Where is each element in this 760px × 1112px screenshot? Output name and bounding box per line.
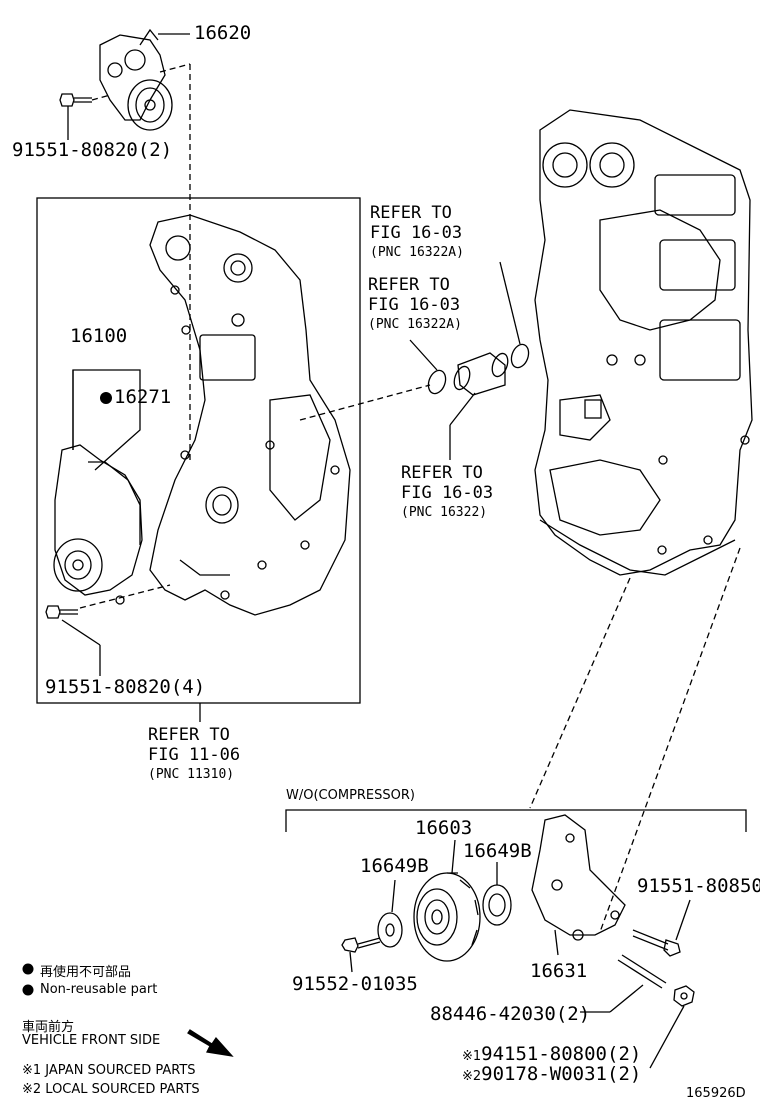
mark-1: ※1 <box>462 1049 482 1064</box>
legend-non-reusable-jp: 再使用不可部品 <box>40 965 132 980</box>
engine-block-illustration <box>534 109 753 576</box>
legend-front-en: VEHICLE FRONT SIDE <box>22 1033 161 1048</box>
callout-94151-80800-2: ※194151-80800(2) <box>462 1043 641 1065</box>
pulley-cover-right-illustration <box>482 884 512 926</box>
timing-cover-illustration <box>149 214 351 616</box>
callout-91552-01035: 91552-01035 <box>292 973 418 995</box>
group-label-wo-compressor: W/O(COMPRESSOR) <box>286 788 415 803</box>
bolt-91551-80820-top-illustration <box>59 93 92 140</box>
callout-16603: 16603 <box>415 817 473 839</box>
nut-94151-90178-illustration <box>673 985 695 1007</box>
callout-94151-80800-2-text: 94151-80800(2) <box>481 1043 642 1065</box>
stud-88446-42030-illustration <box>617 954 667 989</box>
group-bracket-line <box>285 809 747 832</box>
refer-2-line3: (PNC 16322A) <box>368 317 462 332</box>
refer-label-4: REFER TO FIG 11-06 (PNC 11310) <box>148 725 240 785</box>
refer-1-line3: (PNC 16322A) <box>370 245 464 260</box>
callout-91551-80820-2: 91551-80820(2) <box>12 139 173 161</box>
legend-non-reusable-en: Non-reusable part <box>40 982 158 997</box>
figure-id: 165926D <box>686 1086 746 1101</box>
refer-2-line2: FIG 16-03 <box>368 295 461 315</box>
vehicle-front-arrow-icon <box>187 1029 234 1057</box>
legend-japan-sourced: ※1 JAPAN SOURCED PARTS <box>22 1063 196 1078</box>
callout-91551-80850: 91551-80850 <box>637 875 760 897</box>
callout-90178-w0031-2-text: 90178-W0031(2) <box>481 1063 642 1085</box>
legend-local-sourced: ※2 LOCAL SOURCED PARTS <box>22 1082 200 1097</box>
refer-3-line1: REFER TO <box>401 463 483 483</box>
o-ring-left-illustration <box>427 369 447 395</box>
callout-90178-w0031-2: ※290178-W0031(2) <box>462 1063 641 1085</box>
callout-16271: 16271 <box>114 386 172 408</box>
refer-2-line1: REFER TO <box>368 275 450 295</box>
refer-label-3: REFER TO FIG 16-03 (PNC 16322) <box>401 463 493 523</box>
legend-front-jp: 車両前方 <box>22 1020 75 1035</box>
callout-88446-42030-2: 88446-42030(2) <box>430 1003 591 1025</box>
o-ring-right-illustration <box>510 343 530 369</box>
callout-16631: 16631 <box>530 960 588 982</box>
callout-16620: 16620 <box>194 22 252 44</box>
callout-16100: 16100 <box>70 325 128 347</box>
refer-1-line1: REFER TO <box>370 203 452 223</box>
bolt-91551-80850-illustration <box>632 929 681 957</box>
idler-pulley-16603-illustration <box>413 872 481 962</box>
mark-2: ※2 <box>462 1069 482 1084</box>
refer-3-line3: (PNC 16322) <box>401 505 488 520</box>
timing-cover-group-frame <box>36 197 361 704</box>
tensioner-16620-illustration <box>99 28 173 131</box>
legend-dot-jp-icon <box>22 963 34 975</box>
callout-91551-80820-4: 91551-80820(4) <box>45 676 206 698</box>
refer-4-line2: FIG 11-06 <box>148 745 241 765</box>
legend-dot-en-icon <box>22 984 34 996</box>
coolant-pipe-illustration <box>453 352 509 396</box>
refer-4-line1: REFER TO <box>148 725 230 745</box>
bolt-91551-80820-lower-illustration <box>45 605 78 619</box>
refer-4-line3: (PNC 11310) <box>148 767 235 782</box>
callout-16649b-left: 16649B <box>360 855 429 877</box>
refer-3-line2: FIG 16-03 <box>401 483 494 503</box>
refer-label-1: REFER TO FIG 16-03 (PNC 16322A) <box>370 203 464 263</box>
pulley-cover-left-illustration <box>377 912 403 948</box>
non-reusable-dot-icon <box>100 392 112 404</box>
refer-1-line2: FIG 16-03 <box>370 223 463 243</box>
callout-16649b-right: 16649B <box>463 840 532 862</box>
idler-bracket-16631-illustration <box>531 814 626 941</box>
refer-label-2: REFER TO FIG 16-03 (PNC 16322A) <box>368 275 462 335</box>
water-pump-illustration <box>53 444 143 605</box>
bolt-91552-01035-illustration <box>341 937 381 953</box>
